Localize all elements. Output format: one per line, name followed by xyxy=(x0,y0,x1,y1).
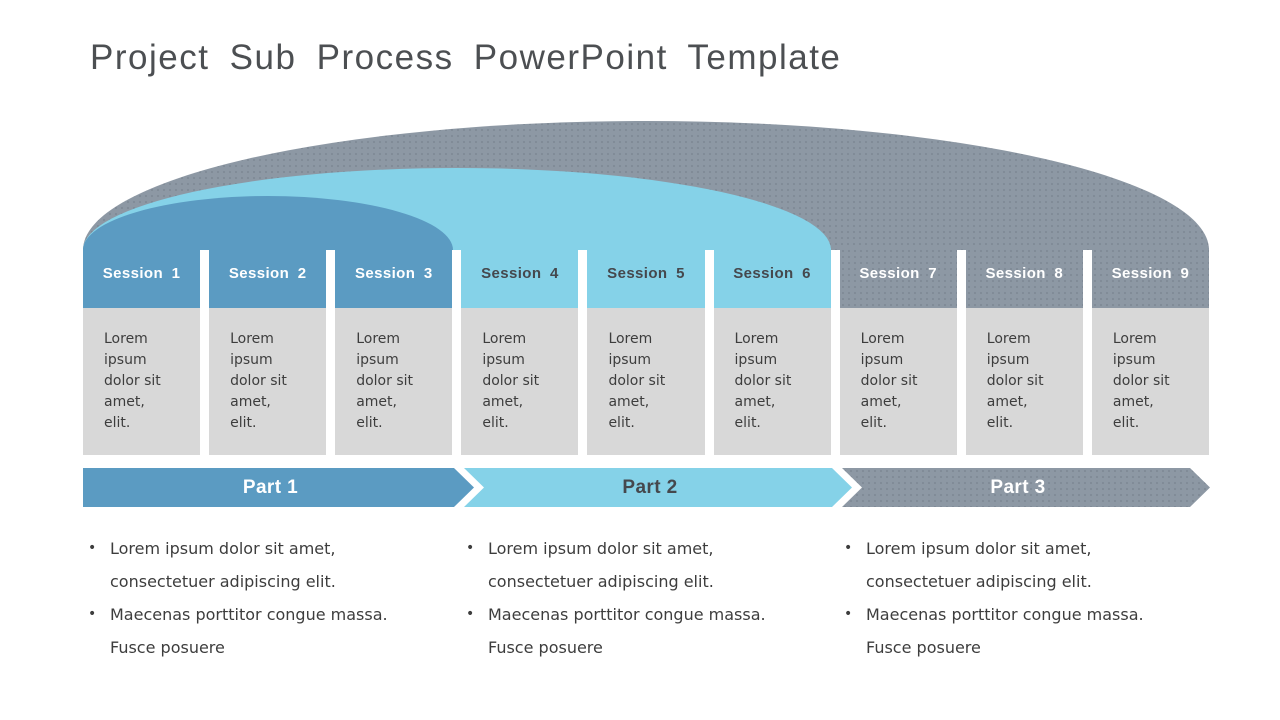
bullet-text: Lorem ipsum dolor sit amet, consectetuer… xyxy=(488,539,714,591)
list-item: • Maecenas porttitor congue massa. Fusce… xyxy=(466,598,838,664)
session-6-header: Session 6 xyxy=(713,248,831,308)
session-column-7: Session 7 Lorem ipsum dolor sit amet, el… xyxy=(839,248,957,455)
session-7-body: Lorem ipsum dolor sit amet, elit. xyxy=(839,308,957,455)
session-7-header: Session 7 xyxy=(839,248,957,308)
session-column-5: Session 5 Lorem ipsum dolor sit amet, el… xyxy=(587,248,705,455)
session-5-body: Lorem ipsum dolor sit amet, elit. xyxy=(587,308,705,455)
part-3-label: Part 3 xyxy=(990,476,1046,498)
session-columns: Session 1 Lorem ipsum dolor sit amet, el… xyxy=(83,248,1209,455)
session-column-3: Session 3 Lorem ipsum dolor sit amet, el… xyxy=(335,248,453,455)
session-column-4: Session 4 Lorem ipsum dolor sit amet, el… xyxy=(461,248,579,455)
part-3-arrow-banner: Part 3 xyxy=(842,468,1210,507)
session-8-header: Session 8 xyxy=(965,248,1083,308)
part-2-arrow-banner: Part 2 xyxy=(464,468,852,507)
bullet-icon: • xyxy=(88,606,97,622)
part-1-bullet-list: • Lorem ipsum dolor sit amet, consectetu… xyxy=(88,532,460,664)
bullet-text: Maecenas porttitor congue massa. Fusce p… xyxy=(866,605,1144,657)
session-4-header: Session 4 xyxy=(461,248,579,308)
session-9-body: Lorem ipsum dolor sit amet, elit. xyxy=(1091,308,1209,455)
session-9-header: Session 9 xyxy=(1091,248,1209,308)
bullet-text: Maecenas porttitor congue massa. Fusce p… xyxy=(488,605,766,657)
bullet-icon: • xyxy=(844,606,853,622)
session-column-1: Session 1 Lorem ipsum dolor sit amet, el… xyxy=(83,248,201,455)
session-6-body: Lorem ipsum dolor sit amet, elit. xyxy=(713,308,831,455)
bullet-text: Lorem ipsum dolor sit amet, consectetuer… xyxy=(866,539,1092,591)
bullet-icon: • xyxy=(88,540,97,556)
page-title: Project Sub Process PowerPoint Template xyxy=(90,38,842,77)
session-3-body: Lorem ipsum dolor sit amet, elit. xyxy=(335,308,453,455)
session-2-header: Session 2 xyxy=(209,248,327,308)
session-column-8: Session 8 Lorem ipsum dolor sit amet, el… xyxy=(965,248,1083,455)
session-2-body: Lorem ipsum dolor sit amet, elit. xyxy=(209,308,327,455)
session-column-2: Session 2 Lorem ipsum dolor sit amet, el… xyxy=(209,248,327,455)
bullet-icon: • xyxy=(466,540,475,556)
bullet-icon: • xyxy=(844,540,853,556)
list-item: • Lorem ipsum dolor sit amet, consectetu… xyxy=(466,532,838,598)
session-1-body: Lorem ipsum dolor sit amet, elit. xyxy=(83,308,201,455)
part-1-label: Part 1 xyxy=(242,476,299,498)
part-2-bullet-list: • Lorem ipsum dolor sit amet, consectetu… xyxy=(466,532,838,664)
session-8-body: Lorem ipsum dolor sit amet, elit. xyxy=(965,308,1083,455)
part-3-bullet-list: • Lorem ipsum dolor sit amet, consectetu… xyxy=(844,532,1216,664)
bullet-text: Maecenas porttitor congue massa. Fusce p… xyxy=(110,605,388,657)
session-column-9: Session 9 Lorem ipsum dolor sit amet, el… xyxy=(1091,248,1209,455)
session-1-header: Session 1 xyxy=(83,248,201,308)
session-3-header: Session 3 xyxy=(335,248,453,308)
session-column-6: Session 6 Lorem ipsum dolor sit amet, el… xyxy=(713,248,831,455)
part-2-label: Part 2 xyxy=(622,476,678,498)
bullet-text: Lorem ipsum dolor sit amet, consectetuer… xyxy=(110,539,336,591)
session-4-body: Lorem ipsum dolor sit amet, elit. xyxy=(461,308,579,455)
part-1-arrow-banner: Part 1 xyxy=(83,468,474,507)
bullet-icon: • xyxy=(466,606,475,622)
list-item: • Maecenas porttitor congue massa. Fusce… xyxy=(844,598,1216,664)
session-5-header: Session 5 xyxy=(587,248,705,308)
list-item: • Maecenas porttitor congue massa. Fusce… xyxy=(88,598,460,664)
list-item: • Lorem ipsum dolor sit amet, consectetu… xyxy=(88,532,460,598)
list-item: • Lorem ipsum dolor sit amet, consectetu… xyxy=(844,532,1216,598)
